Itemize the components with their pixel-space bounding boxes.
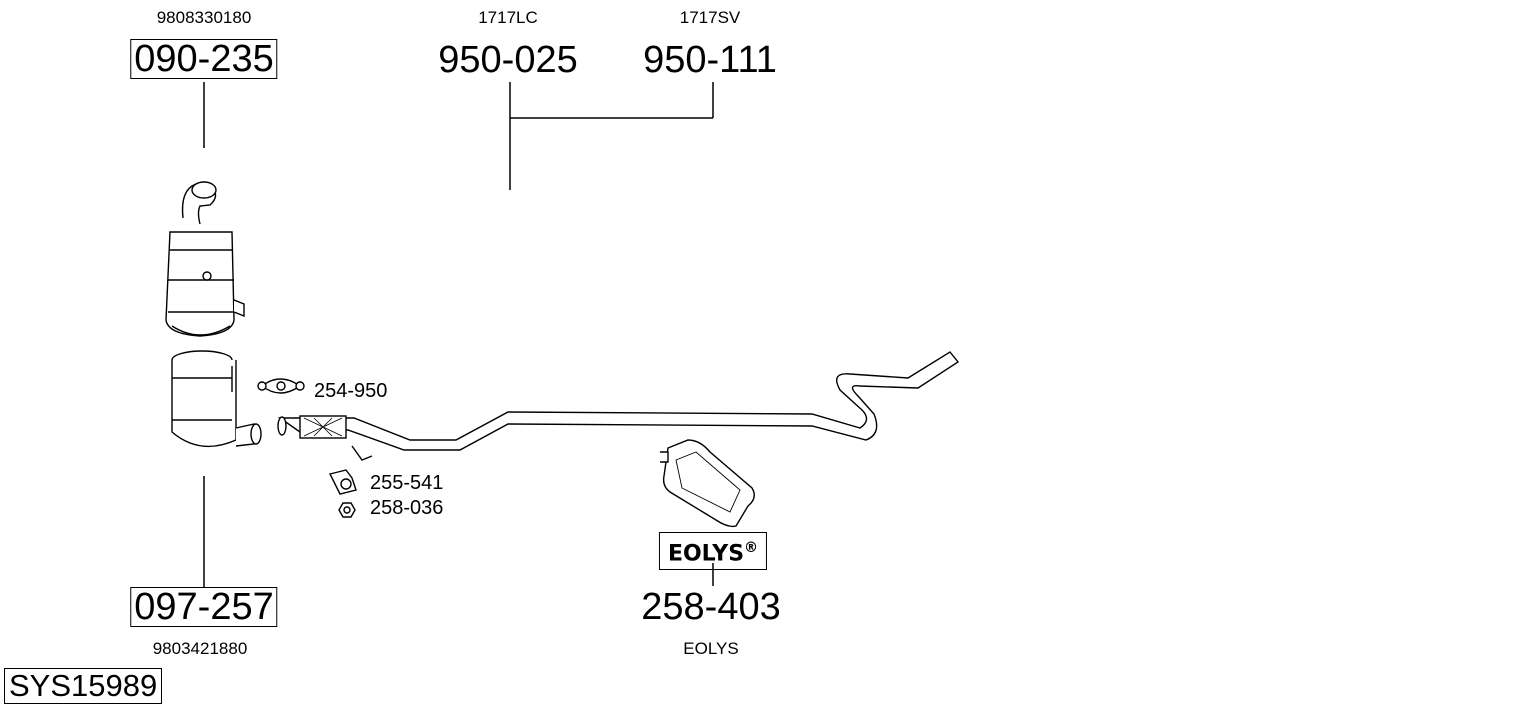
middle-pipe-illustration [277, 351, 960, 461]
part-number-090-235[interactable]: 090-235 [130, 39, 278, 79]
rubber-mount-illustration [328, 469, 357, 495]
part-number-097-257[interactable]: 097-257 [130, 587, 278, 627]
clamp-illustration [257, 378, 305, 394]
additive-tank-illustration [660, 439, 755, 528]
part-number-255-541[interactable]: 255-541 [370, 472, 444, 494]
registered-mark: ® [744, 540, 759, 556]
leader-lines [203, 82, 714, 588]
part-number-258-036[interactable]: 258-036 [370, 497, 444, 519]
dpf-upper-illustration [165, 181, 245, 337]
oem-number-097-257: 9803421880 [152, 639, 248, 658]
oem-number-090-235: 9808330180 [156, 8, 252, 27]
oem-number-950-111: 1717SV [679, 8, 741, 27]
part-number-950-111[interactable]: 950-111 [643, 39, 777, 81]
oem-number-258-403: EOLYS [683, 639, 739, 658]
eolys-brand-label: EOLYS® [658, 532, 768, 571]
part-number-258-403[interactable]: 258-403 [641, 586, 781, 628]
eolys-brand-text: EOLYS [667, 541, 745, 567]
dpf-lower-illustration [171, 350, 262, 448]
oem-number-950-025: 1717LC [478, 8, 538, 27]
part-number-950-025[interactable]: 950-025 [438, 39, 578, 81]
system-number: SYS15989 [4, 668, 163, 704]
nut-illustration [338, 502, 356, 518]
part-number-254-950[interactable]: 254-950 [314, 380, 388, 402]
